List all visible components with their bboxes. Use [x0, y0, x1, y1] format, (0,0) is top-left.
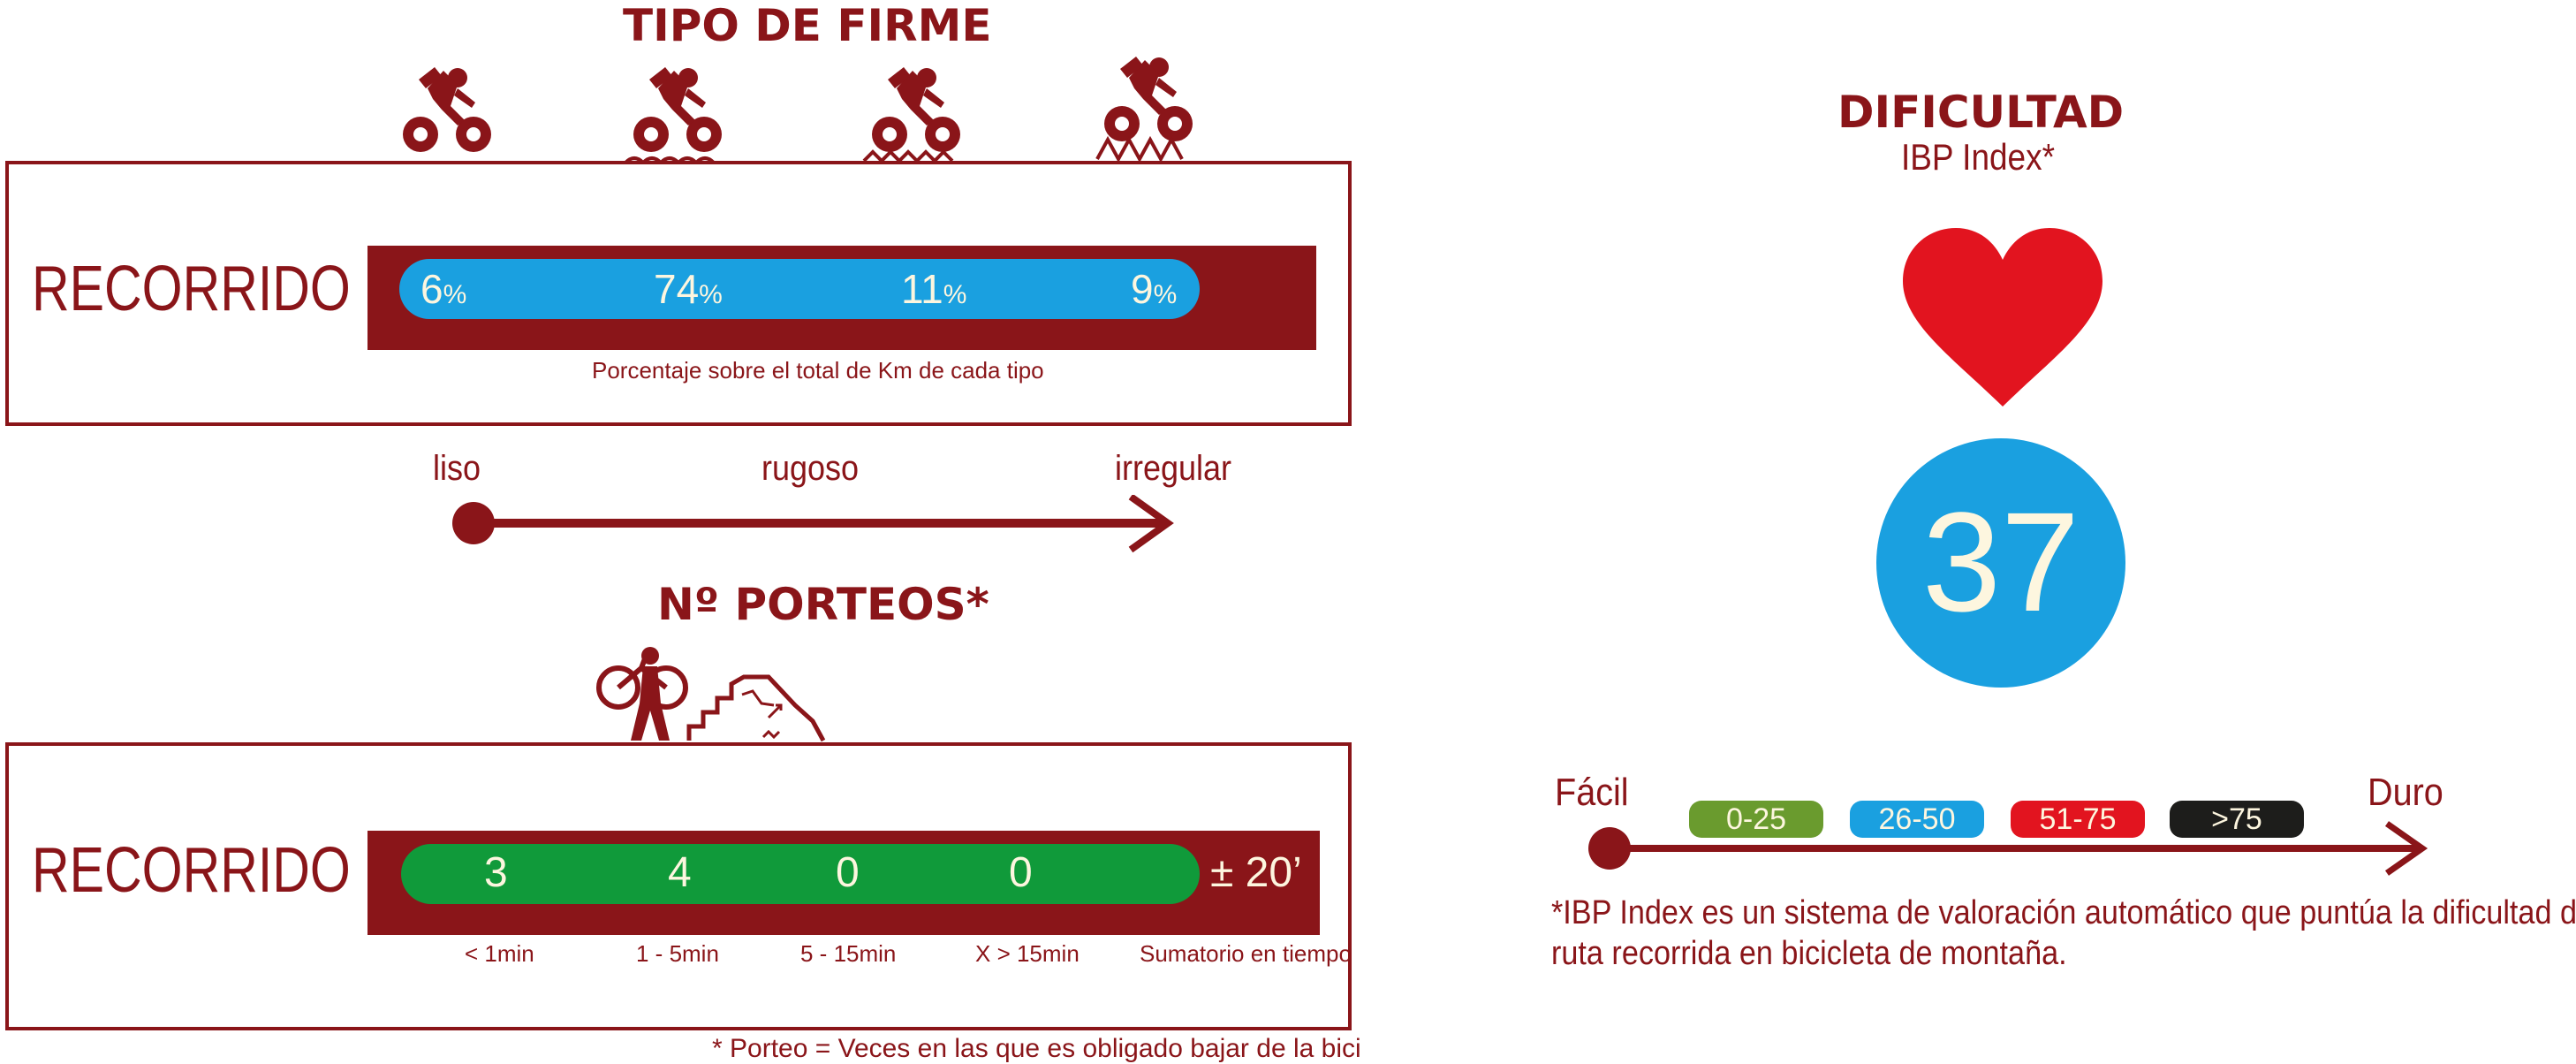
surface-title: TIPO DE FIRME	[623, 0, 992, 51]
porteos-title: Nº PORTEOS*	[657, 579, 989, 630]
surface-percent-pill	[399, 259, 1200, 319]
scale-middle-label: rugoso	[761, 449, 860, 488]
porteos-label-4: X > 15min	[975, 940, 1080, 967]
porteos-count-4: 0	[1009, 849, 1033, 896]
porteos-count-2: 4	[668, 849, 692, 896]
surface-percent-4: 9%	[1131, 266, 1178, 312]
surface-row-label: RECORRIDO	[32, 254, 351, 324]
difficulty-scale-left: Fácil	[1555, 771, 1629, 814]
porteos-count-1: 3	[484, 849, 508, 896]
scale-left-label: liso	[433, 449, 481, 488]
range-badge-3: 51-75	[2011, 801, 2145, 838]
porteos-label-2: 1 - 5min	[636, 940, 719, 967]
porteos-footnote: * Porteo = Veces en las que es obligado …	[712, 1034, 1361, 1063]
range-badge-2: 26-50	[1850, 801, 1984, 838]
heart-icon	[1903, 228, 2102, 407]
cyclist-rougher-icon	[862, 67, 960, 163]
porteos-row-label: RECORRIDO	[32, 835, 351, 906]
range-badge-1: 0-25	[1689, 801, 1823, 838]
difficulty-subtitle: IBP Index*	[1901, 136, 2055, 178]
difficulty-scale-right: Duro	[2368, 771, 2443, 814]
difficulty-title: DIFICULTAD	[1837, 87, 2125, 138]
surface-percent-1: 6%	[420, 266, 467, 312]
cyclist-irregular-icon	[1095, 57, 1193, 163]
score-value: 37	[1922, 483, 2080, 641]
porteos-count-pill	[401, 844, 1200, 904]
cyclist-rough-icon	[624, 67, 722, 165]
surface-percent-2: 74%	[654, 266, 723, 312]
range-badge-4: >75	[2170, 801, 2304, 838]
cyclist-smooth-icon	[403, 67, 491, 152]
surface-scale-arrow	[452, 495, 1174, 553]
surface-caption: Porcentaje sobre el total de Km de cada …	[592, 357, 1044, 384]
difficulty-footnote-line2: ruta recorrida en bicicleta de montaña.	[1551, 935, 2067, 972]
porteos-label-5: Sumatorio en tiempo	[1140, 940, 1352, 967]
scale-right-label: irregular	[1115, 449, 1232, 488]
porteos-label-1: < 1min	[465, 940, 534, 967]
porteos-label-3: 5 - 15min	[800, 940, 897, 967]
difficulty-footnote-line1: *IBP Index es un sistema de valoración a…	[1551, 894, 2576, 931]
score-circle	[1876, 438, 2125, 688]
cyclist-icons	[403, 57, 1193, 165]
hiker-carrying-bike-icon	[596, 647, 826, 742]
porteos-total-time: ± 20’	[1210, 849, 1302, 896]
surface-percent-3: 11%	[901, 266, 967, 312]
difficulty-scale-arrow	[1588, 821, 2428, 876]
porteos-count-3: 0	[836, 849, 860, 896]
